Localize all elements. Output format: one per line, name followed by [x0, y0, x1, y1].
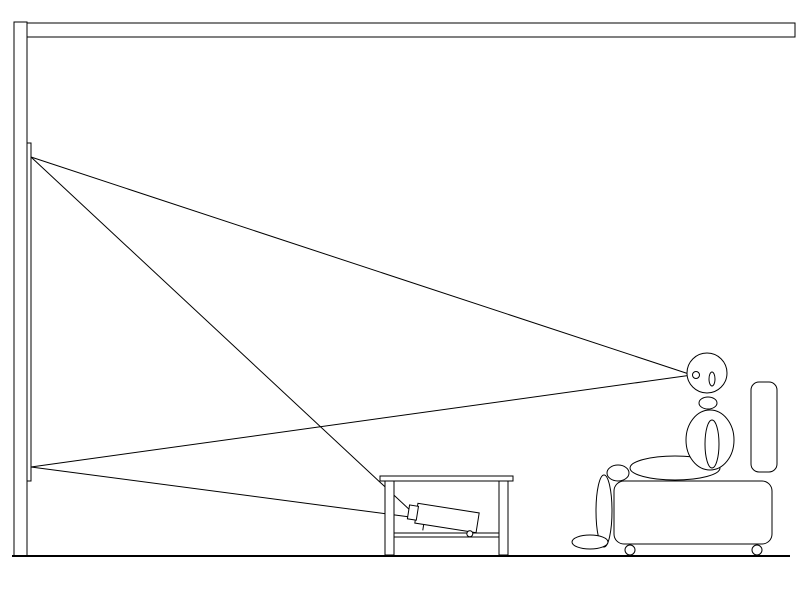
projector [406, 502, 480, 538]
projection-beam [30, 156, 413, 518]
viewer-foot [571, 534, 609, 550]
sofa-caster-left [624, 544, 636, 556]
viewer-shin [595, 474, 613, 548]
projector-body [414, 502, 480, 534]
sight-line-top [30, 156, 693, 376]
beam-line-top [30, 156, 413, 513]
viewer-arm [704, 419, 720, 469]
table-leg-right [498, 480, 509, 556]
viewer-knee [606, 464, 630, 482]
viewer-neck [698, 396, 718, 410]
projector-rear-foot [466, 530, 474, 538]
viewer-ear [708, 371, 716, 387]
beam-line-bottom [30, 466, 411, 518]
projection-screen [26, 142, 32, 482]
sofa-caster-right [751, 544, 763, 556]
projector-foot [422, 524, 425, 531]
viewer [571, 352, 735, 550]
table-leg-left [384, 480, 395, 556]
sofa [613, 381, 778, 556]
viewing-lines [30, 156, 693, 468]
sight-line-bottom [30, 374, 693, 468]
sofa-seat [613, 480, 773, 545]
projector-table [379, 475, 514, 556]
projector-lens [406, 504, 420, 521]
viewer-head [686, 352, 728, 394]
sofa-backrest [750, 381, 778, 473]
ceiling [26, 22, 796, 38]
table-top [379, 475, 514, 482]
viewer-eye [692, 371, 700, 379]
table-shelf [393, 532, 500, 538]
left-wall [13, 21, 28, 557]
